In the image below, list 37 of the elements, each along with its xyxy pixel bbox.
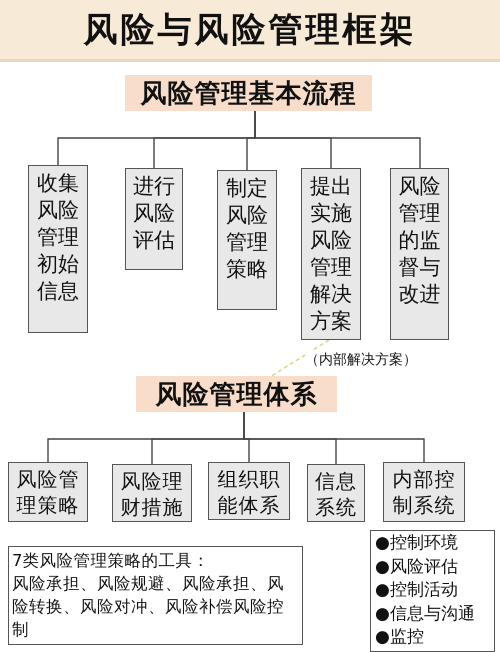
bullet-item: ●信息与沟通 bbox=[375, 602, 476, 626]
list-box bbox=[370, 530, 495, 652]
note-text: 风险承担、风险规避、风险承担、风险转换、风险对冲、风险补偿风险控制 bbox=[12, 573, 285, 641]
bullet-item: ●控制环境 bbox=[375, 532, 459, 555]
bullet-item: ●监控 bbox=[375, 626, 425, 649]
step-box bbox=[390, 168, 449, 340]
step-label: 提出实施风险管理解决方案 bbox=[309, 173, 353, 335]
title: 风险与风险管理框架 bbox=[84, 8, 416, 52]
system-box bbox=[383, 462, 465, 522]
step-box bbox=[217, 170, 277, 310]
step-box bbox=[125, 168, 183, 270]
system-box bbox=[112, 464, 192, 522]
system-label: 组织职能体系 bbox=[216, 466, 282, 518]
note-box bbox=[8, 546, 303, 645]
step-label: 制定风险管理策略 bbox=[225, 175, 269, 283]
step-box bbox=[28, 165, 88, 333]
heading: 风险管理体系 bbox=[156, 378, 318, 412]
system-box bbox=[8, 462, 88, 522]
dashed-connector bbox=[271, 339, 330, 377]
system-label: 信息系统 bbox=[314, 468, 358, 520]
step-label: 风险管理的监督与改进 bbox=[398, 173, 442, 308]
system-label: 风险管理策略 bbox=[16, 466, 80, 518]
note-heading: 7类风险管理策略的工具： bbox=[12, 550, 210, 572]
connector-line bbox=[243, 412, 425, 462]
system-label: 风险理财措施 bbox=[120, 468, 184, 520]
bullet-item: ●控制活动 bbox=[375, 579, 459, 602]
system-label: 内部控制系统 bbox=[392, 466, 456, 518]
heading-band bbox=[125, 75, 372, 111]
heading-band bbox=[136, 376, 337, 412]
system-box bbox=[208, 462, 290, 520]
heading: 风险管理基本流程 bbox=[140, 78, 356, 110]
step-box bbox=[301, 168, 361, 340]
step-label: 收集风险管理初始信息 bbox=[36, 170, 80, 305]
connector-line bbox=[254, 111, 421, 168]
system-box bbox=[307, 464, 365, 522]
bullet-item: ●风险评估 bbox=[375, 556, 459, 578]
step-label: 进行风险评估 bbox=[132, 173, 176, 254]
